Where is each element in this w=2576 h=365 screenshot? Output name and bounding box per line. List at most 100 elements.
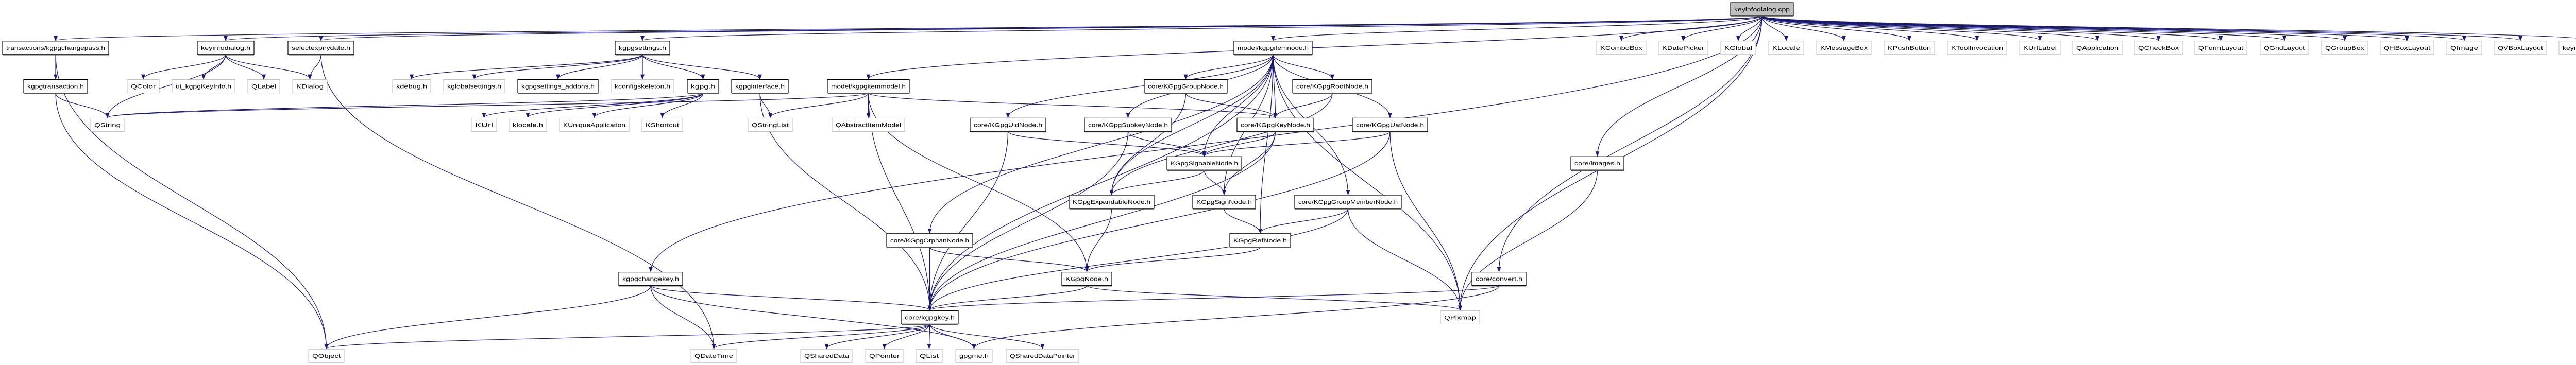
node-kgpgtransaction-h[interactable]: kgpgtransaction.h [23,79,88,94]
edge-kgpgkey-to-gpgme [929,324,976,350]
node-core-kgpgorphannode-h[interactable]: core/KGpgOrphanNode.h [886,233,973,248]
node-qobject[interactable]: QObject [308,349,345,363]
node-klocale[interactable]: KLocale [1768,41,1804,55]
node-qapplication[interactable]: QApplication [2072,41,2123,55]
node-box [509,117,547,132]
node-kgpgsettings-addons-h[interactable]: kgpgsettings_addons.h [517,79,599,94]
edge-root-to-itemnode [1271,15,1762,41]
node-ui-kgpgkeyinfo-h[interactable]: ui_kgpgKeyInfo.h [172,79,235,94]
node-box [800,349,853,363]
node-core-kgpguatnode-h[interactable]: core/KGpgUatNode.h [1352,117,1428,133]
node-qlist[interactable]: QList [916,349,943,363]
node-kgpginterface-h[interactable]: kgpginterface.h [731,79,789,94]
node-qshareddata[interactable]: QSharedData [800,349,853,363]
node-model-kgpgitemmodel-h[interactable]: model/kgpgitemmodel.h [827,79,910,94]
edge-keynode-to-kgpgkey [927,131,1276,311]
edge-kgpgkey-to-qshareddatapointer [929,324,1045,350]
node-core-kgpgkey-h[interactable]: core/kgpgkey.h [901,310,959,325]
node-kgpgsignablenode-h[interactable]: KGpgSignableNode.h [1166,156,1242,171]
node-kdialog[interactable]: KDialog [292,79,328,94]
node-qpointer[interactable]: QPointer [865,349,904,363]
node-qstringlist[interactable]: QStringList [748,117,793,132]
node-core-kgpgrootnode-h[interactable]: core/KGpgRootNode.h [1292,79,1372,94]
node-box [1144,79,1228,94]
node-box [1166,156,1242,170]
node-label: QList [920,353,939,359]
node-kcombobox[interactable]: KComboBox [1596,41,1647,55]
node-kgpgrefnode-h[interactable]: KGpgRefNode.h [1229,233,1291,248]
node-qgridlayout[interactable]: QGridLayout [2260,41,2309,55]
node-box [1292,79,1372,94]
node-core-kgpgkeynode-h[interactable]: core/KGpgKeyNode.h [1236,117,1314,133]
node-core-kgpggroupnode-h[interactable]: core/KGpgGroupNode.h [1144,79,1228,94]
node-selectexpirydate-h[interactable]: selectexpirydate.h [287,41,354,56]
node-kgpgsettings-h[interactable]: kgpgsettings.h [615,41,670,56]
node-klocale-h[interactable]: klocale.h [509,117,547,132]
node-kgpg-h[interactable]: kgpg.h [687,79,719,94]
node-qabstractitemmodel[interactable]: QAbstractItemModel [832,117,905,132]
node-qshareddatapointer[interactable]: QSharedDataPointer [1006,349,1079,363]
edge-refnode-to-kgpgnode [1084,247,1261,272]
node-core-kgpggroupmembernode-h[interactable]: core/KGpgGroupMemberNode.h [1294,195,1402,210]
node-kgpgsignnode-h[interactable]: KGpgSignNode.h [1192,195,1256,210]
node-core-convert-h[interactable]: core/convert.h [1471,271,1527,287]
node-qimage[interactable]: QImage [2446,41,2482,55]
node-kgpgchangekey-h[interactable]: kgpgchangekey.h [618,271,683,287]
node-kdebug-h[interactable]: kdebug.h [392,79,431,94]
node-kconfigskeleton-h[interactable]: kconfigskeleton.h [611,79,674,94]
node-kurllabel[interactable]: KUrlLabel [2019,41,2061,55]
edge-root-to-qcheckbox [1761,15,2161,41]
node-label: QGroupBox [2325,45,2365,51]
node-core-images-h[interactable]: core/images.h [1570,156,1624,171]
node-label: QPixmap [1444,315,1476,321]
edge-rootnode-to-expandablenode [1109,93,1333,195]
edge-root-to-kpushbutton [1761,15,1911,41]
node-kgpgexpandablenode-h[interactable]: KGpgExpandableNode.h [1069,195,1155,210]
node-box [886,233,973,248]
node-box [197,41,255,55]
node-kpushbutton[interactable]: KPushButton [1884,41,1935,55]
node-keyinfodialog-cpp[interactable]: keyinfodialog.cpp [1730,2,1794,17]
edge-keynode-to-signablenode [1202,131,1276,157]
node-qgroupbox[interactable]: QGroupBox [2321,41,2368,55]
edge-keyinfodialog-h-to-ui-keyinfo [201,54,226,80]
node-label: KUniqueApplication [563,122,625,128]
node-kglobal[interactable]: KGlobal [1720,41,1756,55]
node-qpixmap[interactable]: QPixmap [1440,310,1480,324]
edge-root-to-qformlayout [1761,15,2223,41]
node-qlabel[interactable]: QLabel [247,79,280,94]
edge-convert-to-kgpgkey [927,285,1500,311]
node-qvboxlayout[interactable]: QVBoxLayout [2494,41,2547,55]
node-kdatepicker[interactable]: KDatePicker [1658,41,1708,55]
edge-itemnode-to-rootnode [1273,54,1334,80]
node-core-kgpguidnode-h[interactable]: core/KGpgUidNode.h [970,117,1046,133]
node-keyinfodialog-moc[interactable]: keyinfodialog.moc [2558,41,2576,55]
node-qdatetime[interactable]: QDateTime [690,349,737,363]
node-ktoolinvocation[interactable]: KToolInvocation [1947,41,2007,55]
node-label: KGpgExpandableNode.h [1073,199,1150,205]
node-kgpgnode-h[interactable]: KGpgNode.h [1061,271,1112,287]
node-qhboxlayout[interactable]: QHBoxLayout [2380,41,2434,55]
edge-uatnode-to-signablenode [1202,131,1391,157]
node-qformlayout[interactable]: QFormLayout [2194,41,2247,55]
node-kmessagebox[interactable]: KMessageBox [1816,41,1872,55]
node-model-kgpgitemnode-h[interactable]: model/kgpgitemnode.h [1233,41,1313,56]
node-qcolor[interactable]: QColor [127,79,160,94]
node-kshortcut[interactable]: KShortcut [641,117,683,132]
node-qstring[interactable]: QString [90,117,125,132]
node-qcheckbox[interactable]: QCheckBox [2134,41,2183,55]
node-kglobalsettings-h[interactable]: kglobalsettings.h [443,79,505,94]
node-core-kgpgsubkeynode-h[interactable]: core/KGpgSubkeyNode.h [1084,117,1172,133]
node-box [1352,117,1428,132]
node-kurl[interactable]: KUrl [471,117,497,132]
node-keyinfodialog-h[interactable]: keyinfodialog.h [197,41,255,56]
node-kuniqueapplication[interactable]: KUniqueApplication [559,117,630,132]
edge-selectexpirydate-to-kdialog [308,54,321,80]
edge-uidnode-to-signablenode [1007,131,1207,157]
node-label: kgpgsettings.h [619,45,666,51]
node-box [955,349,993,363]
node-gpgme-h[interactable]: gpgme.h [955,349,993,363]
node-transactions-kgpgchangepass-h[interactable]: transactions/kgpgchangepass.h [2,41,109,56]
node-box [1658,41,1708,55]
